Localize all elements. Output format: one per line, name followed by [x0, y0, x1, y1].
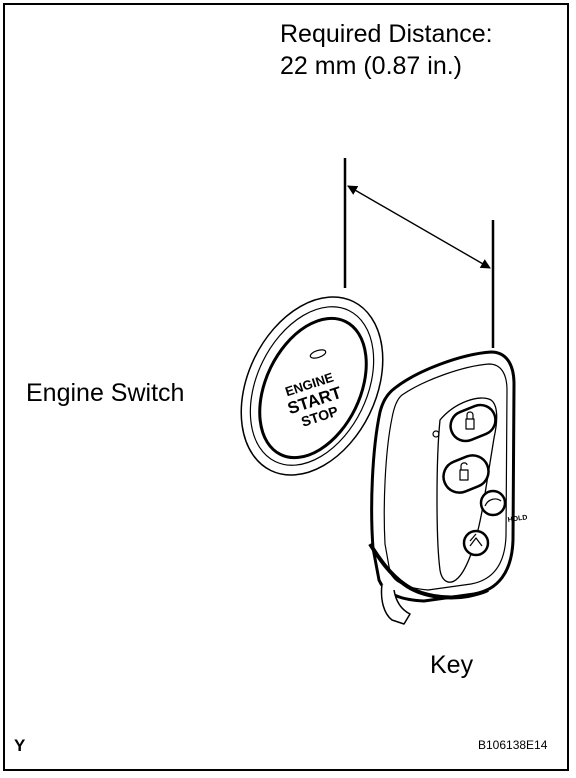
trunk-icon: [484, 498, 502, 507]
engine-switch-indicator: [309, 349, 327, 359]
corner-mark: Y: [14, 736, 26, 755]
key-fob-bottom-tab: [380, 583, 411, 625]
key-fob-illustration: [368, 350, 516, 625]
required-distance-value: 22 mm (0.87 in.): [280, 52, 463, 80]
engine-switch-illustration: ENGINE START STOP: [240, 296, 384, 476]
lock-icon: [465, 418, 475, 430]
figure-id: B106138E14: [478, 738, 548, 752]
key-fob-trunk-button: [479, 489, 507, 517]
key-fob-unlock-button: [442, 454, 490, 494]
dimension-arrow: [347, 185, 491, 269]
engine-switch-button: [258, 316, 368, 460]
key-fob-led: [432, 430, 440, 438]
key-fob-button-panel: [436, 397, 498, 583]
distance-dimension: [343, 158, 495, 348]
key-fob-rim: [368, 542, 489, 600]
lock-icon-shackle: [466, 411, 474, 419]
key-label: Key: [430, 651, 474, 679]
unlock-icon-shackle: [460, 462, 468, 470]
key-fob-lock-button: [449, 403, 497, 443]
unlock-icon: [459, 469, 469, 481]
engine-switch-inner-ring: [249, 306, 375, 466]
key-fob-hold-text: HOLD: [507, 514, 528, 524]
engine-switch-label: Engine Switch: [26, 379, 185, 407]
panic-icon: [469, 533, 483, 547]
key-fob-bezel: [383, 363, 508, 591]
key-fob-panic-button: [462, 529, 490, 557]
required-distance-title: Required Distance:: [280, 20, 493, 48]
